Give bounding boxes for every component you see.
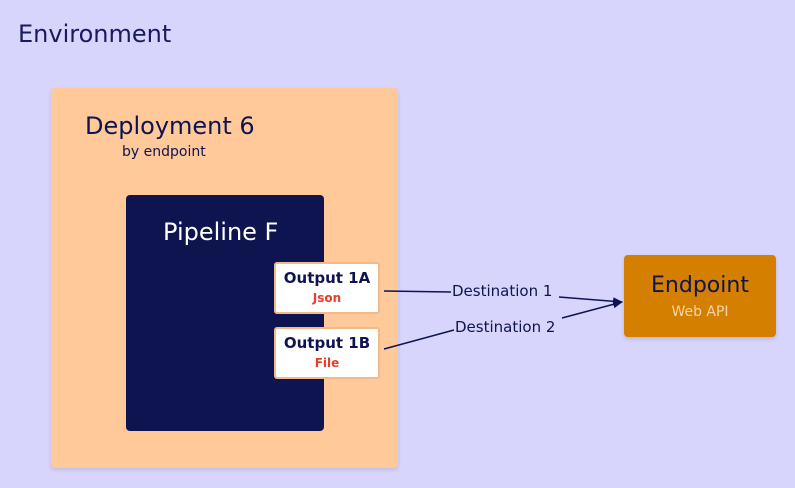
output-1a-format: Json [312, 291, 342, 305]
deployment-subtitle: by endpoint [122, 144, 206, 160]
connector-destination-1-to-endpoint [558, 296, 623, 306]
destination-2-label: Destination 2 [455, 318, 556, 336]
output-1b-format: File [314, 356, 340, 370]
endpoint-subtitle: Web API [671, 304, 729, 320]
deployment-title: Deployment 6 [85, 112, 255, 140]
output-1a-name: Output 1A [283, 269, 371, 287]
endpoint-title: Endpoint [651, 273, 749, 298]
connector-destination-2-to-endpoint [561, 300, 623, 319]
endpoint-box[interactable]: Endpoint Web API [624, 255, 776, 337]
destination-1-label: Destination 1 [452, 282, 553, 300]
output-1b-name: Output 1B [283, 334, 371, 352]
pipeline-title: Pipeline F [163, 218, 279, 246]
environment-title: Environment [18, 20, 172, 48]
output-1b-box[interactable]: Output 1B File [274, 327, 380, 379]
output-1a-box[interactable]: Output 1A Json [274, 262, 380, 314]
